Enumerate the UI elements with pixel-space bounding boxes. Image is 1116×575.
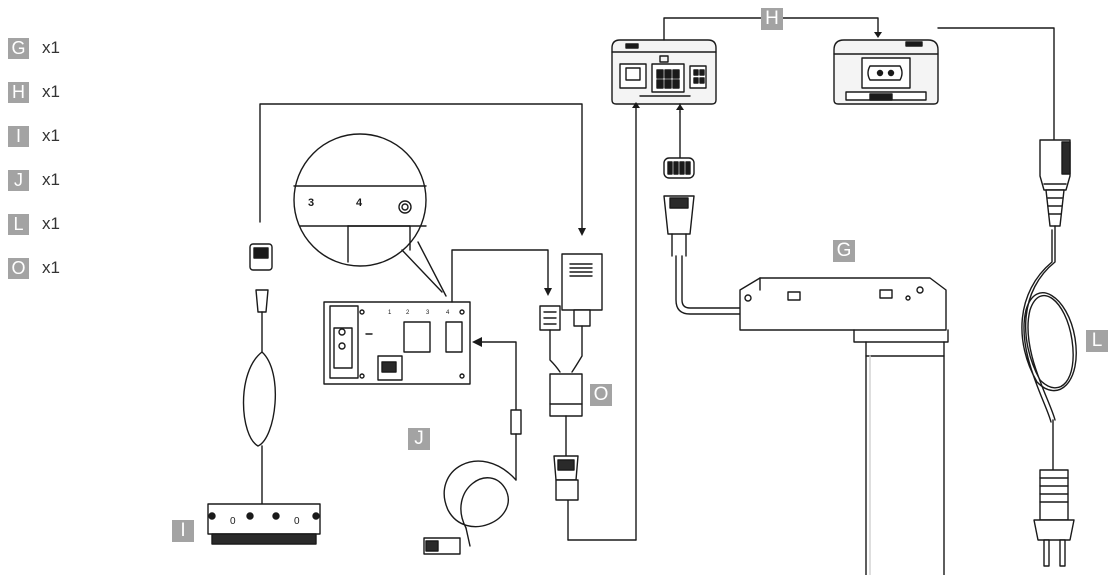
- keypad-cable-route: [259, 103, 583, 231]
- part-quantity: x1: [42, 214, 60, 233]
- part-quantity: x1: [42, 38, 60, 57]
- actuator-motor: [739, 277, 949, 575]
- keypad-port-label: 4: [446, 310, 450, 316]
- parts-list-item: G x1: [8, 26, 60, 70]
- part-letter-badge: O: [8, 257, 29, 279]
- part-quantity: x1: [42, 258, 60, 277]
- parts-list-item: I x1: [8, 114, 60, 158]
- parts-list: G x1 H x1 I x1 J x1 L x1 O x1: [8, 26, 60, 290]
- tag-o: O: [590, 384, 612, 406]
- hub-port-label: 0: [230, 516, 236, 527]
- hub-cable: 0 0: [207, 243, 321, 545]
- zoom-callout: 3 4: [293, 133, 447, 297]
- part-letter-badge: J: [8, 169, 29, 191]
- parts-list-item: L x1: [8, 202, 60, 246]
- keypad-port-label: 3: [426, 310, 430, 316]
- parts-list-item: J x1: [8, 158, 60, 202]
- usb-cable: [423, 337, 522, 555]
- control-panel: 1 2 3 4: [323, 301, 471, 385]
- part-quantity: x1: [42, 170, 60, 189]
- part-quantity: x1: [42, 126, 60, 145]
- power-supply-box: [833, 39, 939, 105]
- part-letter-badge: I: [8, 125, 29, 147]
- keypad-port-label: 1: [388, 310, 392, 316]
- tag-j: J: [408, 428, 430, 450]
- keypad-link-line: [451, 249, 549, 303]
- tag-l: L: [1086, 330, 1108, 352]
- control-box: [611, 39, 717, 105]
- tag-i: I: [172, 520, 194, 542]
- part-letter-badge: L: [8, 213, 29, 235]
- tag-g: G: [833, 240, 855, 262]
- parts-list-item: O x1: [8, 246, 60, 290]
- zoom-port-label: 3: [308, 197, 314, 209]
- keypad-port-label: 2: [406, 310, 410, 316]
- tag-h: H: [761, 8, 783, 30]
- part-letter-badge: G: [8, 37, 29, 59]
- zoom-port-label: 4: [356, 197, 363, 209]
- part-quantity: x1: [42, 82, 60, 101]
- power-cord: [937, 27, 1077, 567]
- motor-cable: [663, 103, 741, 315]
- splitter-cable: [539, 253, 603, 501]
- hub-port-label: 0: [294, 516, 300, 527]
- power-link-cable: [567, 102, 640, 541]
- part-letter-badge: H: [8, 81, 29, 103]
- parts-list-item: H x1: [8, 70, 60, 114]
